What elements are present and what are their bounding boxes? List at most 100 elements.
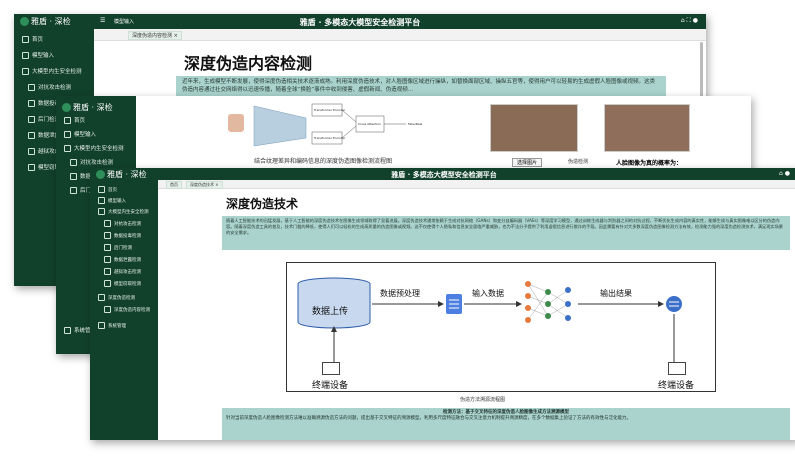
page-title: 深度伪造内容检测 [184, 54, 313, 73]
face-thumbnail [228, 114, 244, 132]
shield-icon [62, 103, 71, 112]
tab-deepfake-content[interactable]: 深度伪造内容检测 × [128, 31, 182, 40]
terminal-device-label-right: 终端设备 [658, 381, 695, 391]
sidebar-item-model-input[interactable]: 模型输入 [22, 51, 54, 59]
sidebar-item-deepfake-content[interactable]: 深度伪造内容检测 [104, 306, 150, 313]
tab-deepfake-tech[interactable]: 深度伪造技术 × [186, 181, 223, 189]
node-output: Fake/Real [408, 122, 422, 126]
top-icons: ⌂ ⛶ ● [681, 17, 698, 25]
safety-icon [64, 145, 71, 152]
method-text: 针对当前深度伪造人脸图像检测方法难以准确溯源伪造方法的问题，提出基于交叉特征的溯… [226, 416, 631, 421]
intro-text: 随着人工智能技术的迅猛发展，基于人工智能的深度伪造技术在图像生成领域取得了显著进… [222, 216, 790, 250]
sidebar-item-jailbreak[interactable]: 越狱攻击检测 [28, 147, 71, 155]
gear-icon [64, 327, 71, 334]
flow-caption: 伪造方法溯源流程图 [460, 397, 506, 403]
jailbreak-icon [104, 268, 111, 275]
neural-nodes [525, 281, 571, 323]
check-icon [28, 84, 35, 91]
poison-icon [70, 173, 77, 180]
gear-icon [98, 322, 105, 329]
shield-icon [96, 170, 105, 179]
terminal-device-icon-left [322, 362, 340, 375]
steal-icon [104, 280, 111, 287]
backdoor-icon [104, 244, 111, 251]
backdoor-icon [28, 116, 35, 123]
avatar[interactable]: ● [784, 170, 790, 177]
sidebar-item-steal[interactable]: 模型窃取检测 [104, 280, 141, 287]
preprocess-label: 数据预处理 [380, 288, 420, 298]
neural-network-icon [527, 283, 569, 321]
home-icon [98, 186, 105, 193]
leak-icon [104, 256, 111, 263]
home-icon[interactable]: ⌂ [680, 17, 685, 24]
detect-button[interactable]: 伪造检测 [568, 159, 589, 165]
database-icon [666, 296, 682, 312]
top-bar: 雅盾 · 深检 ☰ 模型输入 雅盾 · 多模态大模型安全检测平台 ⌂ ⛶ ● [14, 14, 706, 29]
home-icon[interactable]: ⌂ [779, 170, 783, 177]
sidebar-item-model-input[interactable]: 模型输入 [98, 197, 126, 204]
avatar[interactable]: ● [692, 17, 698, 24]
sidebar-item-steal[interactable]: 模型窃取检测 [28, 163, 71, 171]
sidebar: 首页 模型输入 大模型内生安全检测 对抗攻击检测 数据投毒检测 后门检测 数据泄… [90, 180, 158, 440]
tab-bar: 深度伪造内容检测 × [94, 29, 706, 41]
terminal-device-icon-right [668, 362, 686, 375]
page-title: 深度伪造技术 [226, 197, 299, 211]
home-icon [22, 36, 29, 43]
poison-icon [104, 232, 111, 239]
app-title: 雅盾 · 多模态大模型安全检测平台 [299, 18, 421, 27]
upload-image-button[interactable]: 选择图片 [512, 158, 543, 167]
jailbreak-icon [28, 148, 35, 155]
home-icon [64, 117, 71, 124]
sidebar-item-model-input[interactable]: 模型输入 [64, 130, 96, 138]
sidebar-item-home[interactable]: 首页 [64, 116, 85, 124]
check-icon [70, 159, 77, 166]
top-bar: 雅盾 · 深检 雅盾 · 多模态大模型安全检测平台 ⌂ ● [90, 168, 795, 180]
sidebar-item-adversarial[interactable]: 对抗攻击检测 [28, 83, 71, 91]
window-front: 雅盾 · 深检 雅盾 · 多模态大模型安全检测平台 ⌂ ● 首页 模型输入 大模… [90, 168, 795, 440]
app-logo: 雅盾 · 深检 [96, 169, 147, 180]
face-icon [104, 306, 111, 313]
safety-icon [22, 68, 29, 75]
model-icon [98, 197, 105, 204]
tab-bar: 首页 深度伪造技术 × [158, 180, 795, 189]
sidebar-item-leak[interactable]: 数据泄露检测 [104, 256, 141, 263]
tab-home[interactable]: 首页 [166, 181, 182, 189]
sidebar-item-system[interactable]: 系统管理 [98, 322, 126, 329]
model-icon [22, 52, 29, 59]
sidebar-item-system[interactable]: 系统管理 [64, 326, 96, 334]
sidebar-item-safety[interactable]: 大模型内生安全检测 [64, 144, 124, 152]
deepfake-icon [98, 294, 105, 301]
terminal-device-label-left: 终端设备 [312, 381, 349, 391]
diagram-caption: 结合纹理差异和编码信息的深度伪造图像检测流程图 [254, 158, 393, 165]
node-cross-attention: Cross Attention [358, 122, 381, 126]
input-label: 输入数据 [472, 288, 504, 298]
sidebar-item-safety[interactable]: 大模型内生安全检测 [98, 208, 149, 215]
sidebar-item-adversarial[interactable]: 对抗攻击检测 [104, 220, 141, 227]
node-encoder-1: Transformer Encoder [313, 108, 346, 112]
model-icon [64, 131, 71, 138]
backdoor-icon [70, 187, 77, 194]
sidebar-item-leak[interactable]: 数据泄露检测 [28, 131, 71, 139]
safety-icon [98, 208, 105, 215]
sidebar-item-home[interactable]: 首页 [98, 186, 117, 193]
upload-label: 数据上传 [312, 305, 348, 317]
sidebar-item-backdoor[interactable]: 后门检测 [28, 115, 60, 123]
fullscreen-icon[interactable]: ⛶ [686, 17, 691, 24]
flow-graphics: 数据上传 数据预处理 输入数据 输出结果 [297, 277, 682, 372]
sidebar-item-safety[interactable]: 大模型内生安全检测 [22, 67, 82, 75]
sidebar-item-backdoor[interactable]: 后门检测 [104, 244, 132, 251]
method-title: 检测方法：基于交叉特征的深度伪造人脸图像生成方法溯源模型 [443, 410, 569, 415]
sidebar-item-poison[interactable]: 数据投毒检测 [28, 99, 71, 107]
app-logo: 雅盾 · 深检 [62, 102, 113, 113]
sidebar-item-deepfake[interactable]: 深度伪造检测 [98, 294, 135, 301]
sidebar-item-home[interactable]: 首页 [22, 35, 43, 43]
face-preview [604, 104, 690, 152]
sidebar-item-jailbreak[interactable]: 越狱攻击检测 [104, 268, 141, 275]
leak-icon [28, 132, 35, 139]
menu-toggle-icon[interactable]: ☰ [100, 17, 106, 24]
check-icon [104, 220, 111, 227]
sidebar-item-poison[interactable]: 数据投毒检测 [104, 232, 141, 239]
sidebar-item-adversarial[interactable]: 对抗攻击检测 [70, 158, 113, 166]
scrollbar[interactable] [700, 42, 703, 102]
steal-icon [28, 164, 35, 171]
